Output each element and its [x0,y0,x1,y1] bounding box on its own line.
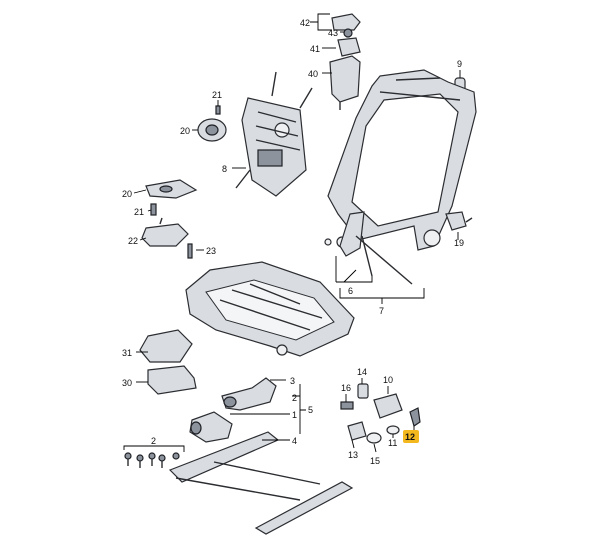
callout-41: 41 [310,44,320,54]
part-23-bolt [187,243,193,259]
callout-13: 13 [348,450,358,460]
leader-lines [123,13,461,453]
callout-6: 6 [348,286,353,296]
callout-30: 30 [122,378,132,388]
part-11-knob [386,425,400,435]
part-40-control-unit [329,55,361,110]
part-30-control-module [147,365,197,395]
part-42-connector [331,13,361,31]
part-13-switch [347,421,367,441]
callout-2-mid: 2 [292,393,297,403]
callout-20-upper: 20 [180,126,190,136]
callout-14: 14 [357,367,367,377]
callout-43: 43 [328,28,338,38]
callout-21-upper: 21 [212,90,222,100]
callout-23: 23 [206,246,216,256]
part-16-bolt [340,401,354,410]
callout-19: 19 [454,238,464,248]
callout-9: 9 [457,59,462,69]
callout-20-lower: 20 [122,189,132,199]
part-3-motor [221,377,277,411]
part-20-motor-lower [145,179,198,199]
callout-7: 7 [379,306,384,316]
part-19-latch [445,211,473,231]
part-14-switch [357,383,369,399]
part-10-switch-housing [373,393,403,419]
part-2-screw-set [124,452,180,468]
part-41-module [337,37,361,57]
seat-pan-frame [185,261,355,357]
callout-12-highlight [403,430,419,443]
callout-16: 16 [341,383,351,393]
callout-21-lower: 21 [134,207,144,217]
part-43-clip [343,28,353,38]
part-1-motor [189,411,233,443]
part-8-backrest-panel [235,71,313,197]
backrest-frame [327,69,477,251]
callout-3: 3 [290,376,295,386]
callout-8: 8 [222,164,227,174]
seat-rails [168,431,354,535]
callout-12: 12 [405,432,415,442]
callout-11: 11 [388,438,397,448]
callout-40: 40 [308,69,318,79]
part-15-cover [366,432,382,444]
part-12-clip [409,407,421,427]
part-20-motor-upper [197,118,227,142]
callout-4: 4 [292,436,297,446]
callout-42: 42 [300,18,310,28]
callout-22: 22 [128,236,138,246]
part-31-bracket [139,329,193,363]
callout-15: 15 [370,456,380,466]
part-22-bracket [141,217,189,247]
callout-5: 5 [308,405,313,415]
part-21-screw-upper [215,105,221,115]
callout-10: 10 [383,375,393,385]
part-21-screw-lower [150,203,157,216]
part-6-recline-rod [324,211,413,285]
callout-31: 31 [122,348,132,358]
callout-1: 1 [292,410,297,420]
callout-labels: 42 43 41 40 9 21 20 8 20 21 22 23 19 6 7… [122,18,464,466]
callout-2-screws: 2 [151,436,156,446]
